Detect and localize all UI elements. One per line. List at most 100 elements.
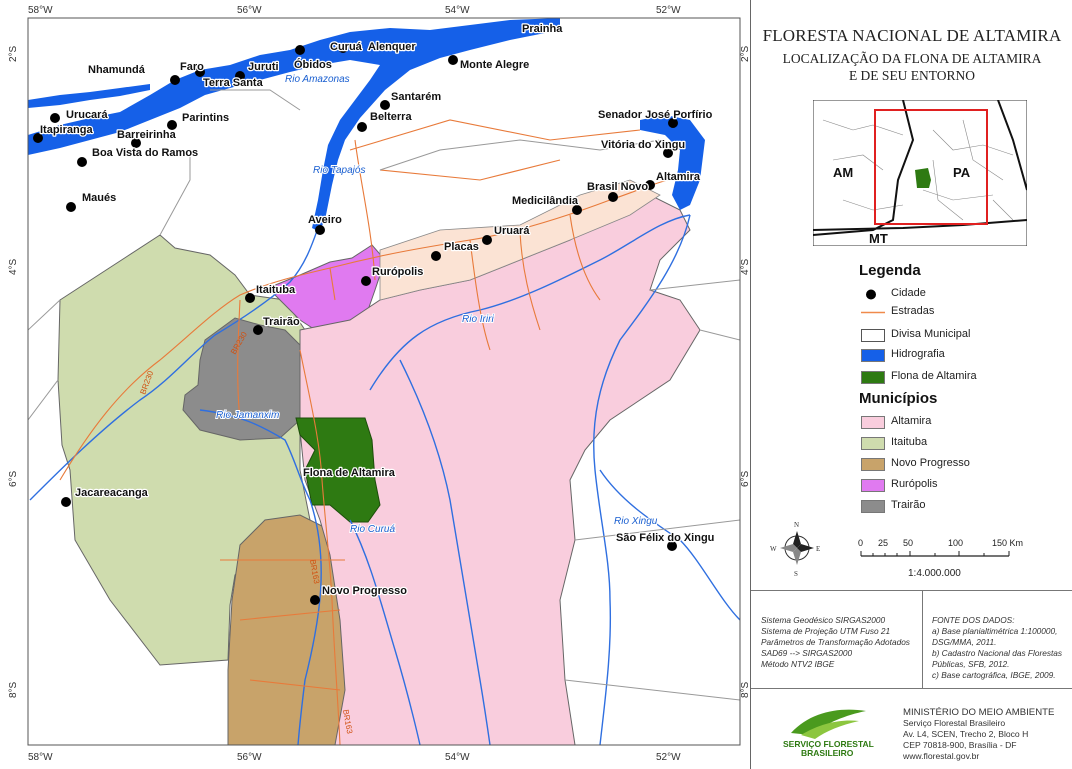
coord-left: 6°S: [8, 470, 19, 487]
sources-line: DSG/MMA, 2011.: [932, 637, 997, 647]
ministry-line: www.florestal.gov.br: [903, 751, 980, 761]
city-label: Vitória do Xingu: [601, 139, 685, 151]
sources-line: Públicas, SFB, 2012.: [932, 659, 1010, 669]
legend-label: Divisa Municipal: [891, 328, 971, 340]
coord-bottom: 58°W: [28, 752, 53, 763]
projection-line: Parâmetros de Transformação Adotados: [761, 637, 910, 647]
city-label: São Félix do Xingu: [616, 532, 714, 544]
city-dot-icon: [866, 289, 876, 300]
compass-rose-icon: N S W E: [770, 521, 820, 578]
legend-item-estradas: Estradas: [859, 304, 1069, 322]
city-label: Boa Vista do Ramos: [92, 147, 198, 159]
compass-e: E: [816, 545, 820, 553]
scale-bar: 0 25 50 100 150 Km 1:4.000.000: [858, 538, 1023, 579]
inset-highlight: [874, 109, 988, 225]
novo-progresso-swatch-icon: [861, 458, 885, 471]
coord-top: 56°W: [237, 5, 262, 16]
flona-swatch-icon: [861, 371, 885, 384]
city-label: Óbidos: [294, 58, 332, 71]
inset-label-am: AM: [833, 165, 853, 180]
legend-item-trairao: Trairão: [859, 498, 1069, 516]
city-label: Uruará: [494, 225, 530, 237]
inset-map: AM PA MT: [813, 100, 1027, 246]
coord-left: 8°S: [8, 681, 19, 698]
city-label: Itaituba: [256, 284, 296, 296]
coord-left: 4°S: [8, 258, 19, 275]
legend-label: Itaituba: [891, 436, 928, 448]
scale-tick-150: 150 Km: [992, 538, 1023, 548]
legend-label: Estradas: [891, 305, 935, 317]
city-label: Altamira: [656, 171, 701, 183]
city-label: Maués: [82, 192, 116, 204]
logo-text-2: BRASILEIRO: [801, 748, 854, 758]
panel-subtitle: LOCALIZAÇÃO DA FLONA DE ALTAMIRA E DE SE…: [751, 50, 1072, 84]
legend-item-cidade: Cidade: [859, 286, 1069, 304]
logo-text-1: SERVIÇO FLORESTAL: [783, 739, 874, 749]
projection-info: Sistema Geodésico SIRGAS2000 Sistema de …: [751, 590, 923, 688]
city-label: Urucará: [66, 109, 108, 121]
city-label: Prainha: [522, 23, 563, 35]
river-label: Rio Xingu: [614, 516, 658, 527]
city-label: Belterra: [370, 111, 412, 123]
sources-line: a) Base planialtimétrica 1:100000,: [932, 626, 1058, 636]
sources-line: c) Base cartográfica, IBGE, 2009.: [932, 670, 1056, 680]
city-label: Senador José Porfírio: [598, 109, 713, 121]
projection-line: Sistema de Projeção UTM Fuso 21: [761, 626, 891, 636]
legend-item-flona: Flona de Altamira: [859, 369, 1069, 387]
city-label: Barreirinha: [117, 129, 177, 141]
map-border: [27, 17, 741, 746]
legend-item-ruropolis: Rurópolis: [859, 477, 1069, 495]
city-label: Parintins: [182, 112, 229, 124]
coord-bottom: 54°W: [445, 752, 470, 763]
municipios-title: Municípios: [859, 390, 938, 407]
city-label: Novo Progresso: [322, 585, 407, 597]
data-sources: FONTE DOS DADOS: a) Base planialtimétric…: [923, 590, 1072, 688]
city-label: Santarém: [391, 91, 441, 103]
city-label: Curuá: [330, 41, 363, 53]
scale-ratio: 1:4.000.000: [908, 568, 961, 579]
projection-line: Método NTV2 IBGE: [761, 659, 835, 669]
city-label: Monte Alegre: [460, 59, 529, 71]
city-dots: [33, 43, 678, 605]
scale-area: N S W E 0 25 50 100 150 Km 1:4.000.000: [770, 521, 1023, 579]
roads: [59, 119, 691, 745]
coord-top: 54°W: [445, 5, 470, 16]
ministry-head: MINISTÉRIO DO MEIO AMBIENTE: [903, 707, 1055, 718]
panel-subtitle-line1: LOCALIZAÇÃO DA FLONA DE ALTAMIRA: [782, 51, 1042, 66]
projection-line: Sistema Geodésico SIRGAS2000: [761, 615, 886, 625]
scale-tick-0: 0: [858, 538, 863, 548]
compass-w: W: [770, 545, 777, 553]
city-label: Flona de Altamira: [303, 467, 396, 479]
river-label: Rio Curuá: [350, 524, 395, 535]
city-label: Aveiro: [308, 214, 342, 226]
inset-flona: [915, 168, 931, 188]
water-swatch-icon: [861, 349, 885, 362]
inset-label-pa: PA: [953, 165, 971, 180]
rio-xingu-upper: [640, 115, 705, 210]
road-line-icon: [861, 311, 885, 314]
river-label: Rio Jamanxim: [216, 410, 279, 421]
panel-title: FLORESTA NACIONAL DE ALTAMIRA: [762, 26, 1062, 45]
boundary-swatch-icon: [861, 329, 885, 342]
coord-right: 2°S: [740, 45, 750, 62]
ministry-line: Av. L4, SCEN, Trecho 2, Bloco H: [903, 729, 1029, 739]
compass-n: N: [794, 521, 799, 529]
coord-right: 4°S: [740, 258, 750, 275]
legend-label: Hidrografia: [891, 348, 945, 360]
road-label: BR163: [308, 559, 321, 585]
legend-panel: FLORESTA NACIONAL DE ALTAMIRA LOCALIZAÇÃ…: [750, 0, 1072, 769]
coord-top: 52°W: [656, 5, 681, 16]
legend-label: Novo Progresso: [891, 457, 970, 469]
thin-rivers: [29, 214, 740, 745]
city-label: Jacareacanga: [75, 487, 149, 499]
map-frame: Nhamundá Faro Juruti Óbidos Curuá Alenqu…: [8, 5, 750, 763]
compass-s: S: [794, 570, 798, 578]
municipal-boundaries: [28, 89, 740, 701]
coord-top: 58°W: [28, 5, 53, 16]
scale-tick-50: 50: [903, 538, 913, 548]
city-label: Rurópolis: [372, 266, 423, 278]
ministry-line: CEP 70818-900, Brasília - DF: [903, 740, 1017, 750]
rio-amazonas-branch: [28, 84, 150, 108]
scale-tick-25: 25: [878, 538, 888, 548]
legend-item-hidrografia: Hidrografia: [859, 347, 1069, 365]
